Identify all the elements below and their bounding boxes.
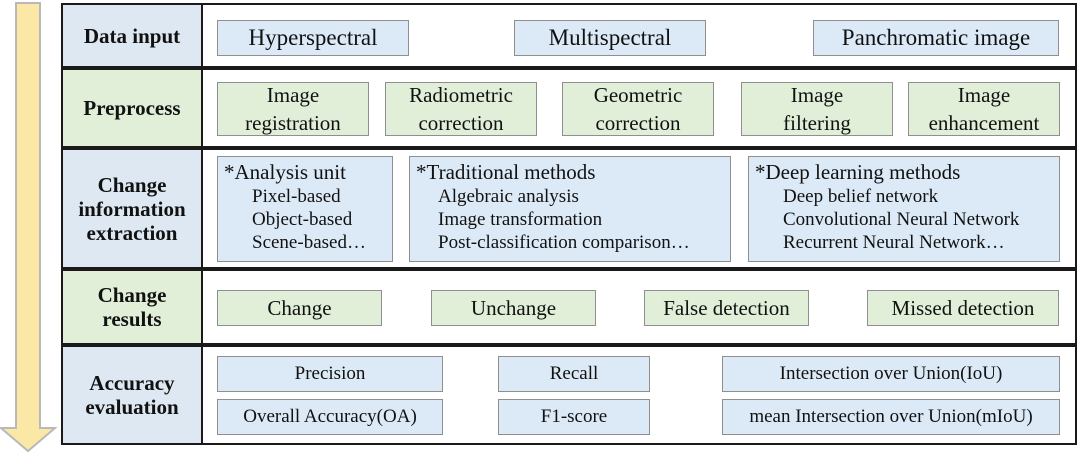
group-analysis-unit: *Analysis unit Pixel-based Object-based … [217, 156, 393, 262]
box-geometric-correction: Geometric correction [562, 82, 714, 136]
group-item: Image transformation [438, 209, 603, 230]
group-deep-learning-methods: *Deep learning methods Deep belief netwo… [748, 156, 1060, 262]
data-input-content: Hyperspectral Multispectral Panchromatic… [203, 3, 1077, 68]
box-image-filtering: Image filtering [741, 82, 893, 136]
row-preprocess: Preprocess Image registration Radiometri… [61, 68, 1077, 148]
box-image-enhancement: Image enhancement [908, 82, 1060, 136]
box-unchange: Unchange [431, 290, 596, 326]
row-data-input: Data input Hyperspectral Multispectral P… [61, 3, 1077, 68]
group-item: Deep belief network [783, 186, 939, 207]
box-false-detection: False detection [644, 290, 809, 326]
row-label-accuracy-evaluation: Accuracy evaluation [61, 345, 203, 445]
group-item: Scene-based… [252, 232, 366, 253]
group-traditional-methods-title: *Traditional methods [416, 160, 596, 184]
row-accuracy-evaluation: Accuracy evaluation Precision Recall Int… [61, 345, 1077, 445]
box-recall: Recall [498, 356, 650, 392]
row-change-results: Change results Change Unchange False det… [61, 269, 1077, 345]
group-item: Algebraic analysis [438, 186, 579, 207]
box-miou: mean Intersection over Union(mIoU) [722, 399, 1060, 435]
box-overall-accuracy: Overall Accuracy(OA) [217, 399, 443, 435]
box-precision: Precision [217, 356, 443, 392]
group-item: Recurrent Neural Network… [783, 232, 1005, 253]
box-f1-score: F1-score [498, 399, 650, 435]
row-label-change-results: Change results [61, 269, 203, 345]
box-image-registration: Image registration [217, 82, 369, 136]
box-multispectral: Multispectral [514, 20, 706, 56]
group-item: Post-classification comparison… [438, 232, 690, 253]
group-item: Convolutional Neural Network [783, 209, 1020, 230]
group-item: Pixel-based [252, 186, 341, 207]
row-change-information-extraction: Change information extraction *Analysis … [61, 148, 1077, 269]
change-results-content: Change Unchange False detection Missed d… [203, 269, 1077, 345]
accuracy-content: Precision Recall Intersection over Union… [203, 345, 1077, 445]
row-label-preprocess: Preprocess [61, 68, 203, 148]
group-traditional-methods: *Traditional methods Algebraic analysis … [409, 156, 731, 262]
box-iou: Intersection over Union(IoU) [722, 356, 1060, 392]
box-hyperspectral: Hyperspectral [217, 20, 409, 56]
group-analysis-unit-title: *Analysis unit [224, 160, 346, 184]
row-label-data-input: Data input [61, 3, 203, 68]
preprocess-content: Image registration Radiometric correctio… [203, 68, 1077, 148]
box-panchromatic-image: Panchromatic image [813, 20, 1059, 56]
row-label-change-information-extraction: Change information extraction [61, 148, 203, 269]
extraction-content: *Analysis unit Pixel-based Object-based … [203, 148, 1077, 269]
box-change: Change [217, 290, 382, 326]
box-missed-detection: Missed detection [867, 290, 1059, 326]
flow-arrow-icon [0, 2, 58, 453]
box-radiometric-correction: Radiometric correction [385, 82, 537, 136]
group-item: Object-based [252, 209, 353, 230]
group-deep-learning-methods-title: *Deep learning methods [755, 160, 961, 184]
